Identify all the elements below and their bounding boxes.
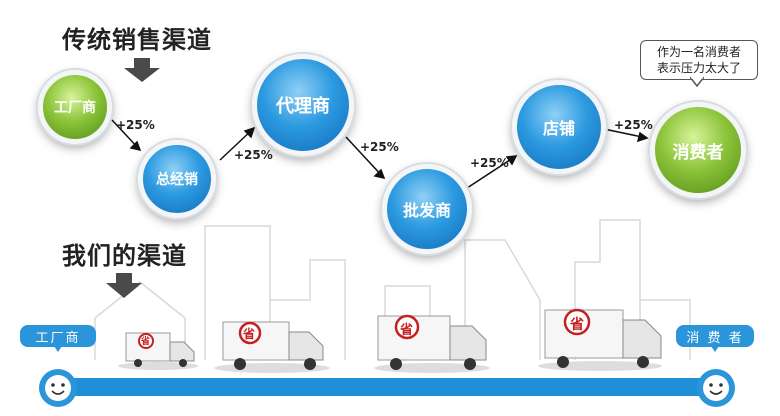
node-shop: 店铺: [512, 80, 606, 174]
start-label-factory: 工厂商: [20, 325, 96, 347]
node-consumer: 消费者: [650, 102, 746, 198]
down-arrow-1: [124, 58, 160, 82]
markup-label-2: +25%: [234, 148, 273, 162]
node-wholesaler: 批发商: [382, 164, 472, 254]
truck-stamp-1: 省: [141, 337, 151, 347]
end-label-consumer: 消 费 者: [676, 325, 754, 347]
consumer-speech-bubble: 作为一名消费者 表示压力太大了: [640, 40, 758, 80]
truck-small: [118, 332, 198, 370]
channel-bar: [58, 378, 720, 396]
flow-arrows: [111, 119, 649, 191]
truck-stamp-2: 省: [243, 327, 256, 341]
traditional-channel-title: 传统销售渠道: [62, 26, 212, 54]
truck-stamp-4: 省: [570, 317, 584, 333]
our-channel-title: 我们的渠道: [62, 242, 187, 270]
node-general-distributor: 总经销: [138, 140, 216, 218]
truck-large: [374, 314, 490, 373]
speech-tail: [690, 77, 704, 87]
markup-label-3: +25%: [360, 140, 399, 154]
markup-label-1: +25%: [116, 118, 155, 132]
down-arrow-2: [106, 273, 142, 298]
truck-medium: [214, 321, 330, 373]
markup-label-4: +25%: [470, 156, 509, 170]
truck-xlarge: [538, 308, 662, 371]
smiley-left-icon: [39, 369, 77, 407]
speech-line-2: 表示压力太大了: [656, 61, 741, 75]
node-factory: 工厂商: [38, 70, 112, 144]
truck-stamp-3: 省: [400, 323, 414, 338]
markup-label-5: +25%: [614, 118, 653, 132]
node-agent: 代理商: [252, 54, 354, 156]
speech-line-1: 作为一名消费者: [656, 45, 741, 59]
smiley-right-icon: [697, 369, 735, 407]
